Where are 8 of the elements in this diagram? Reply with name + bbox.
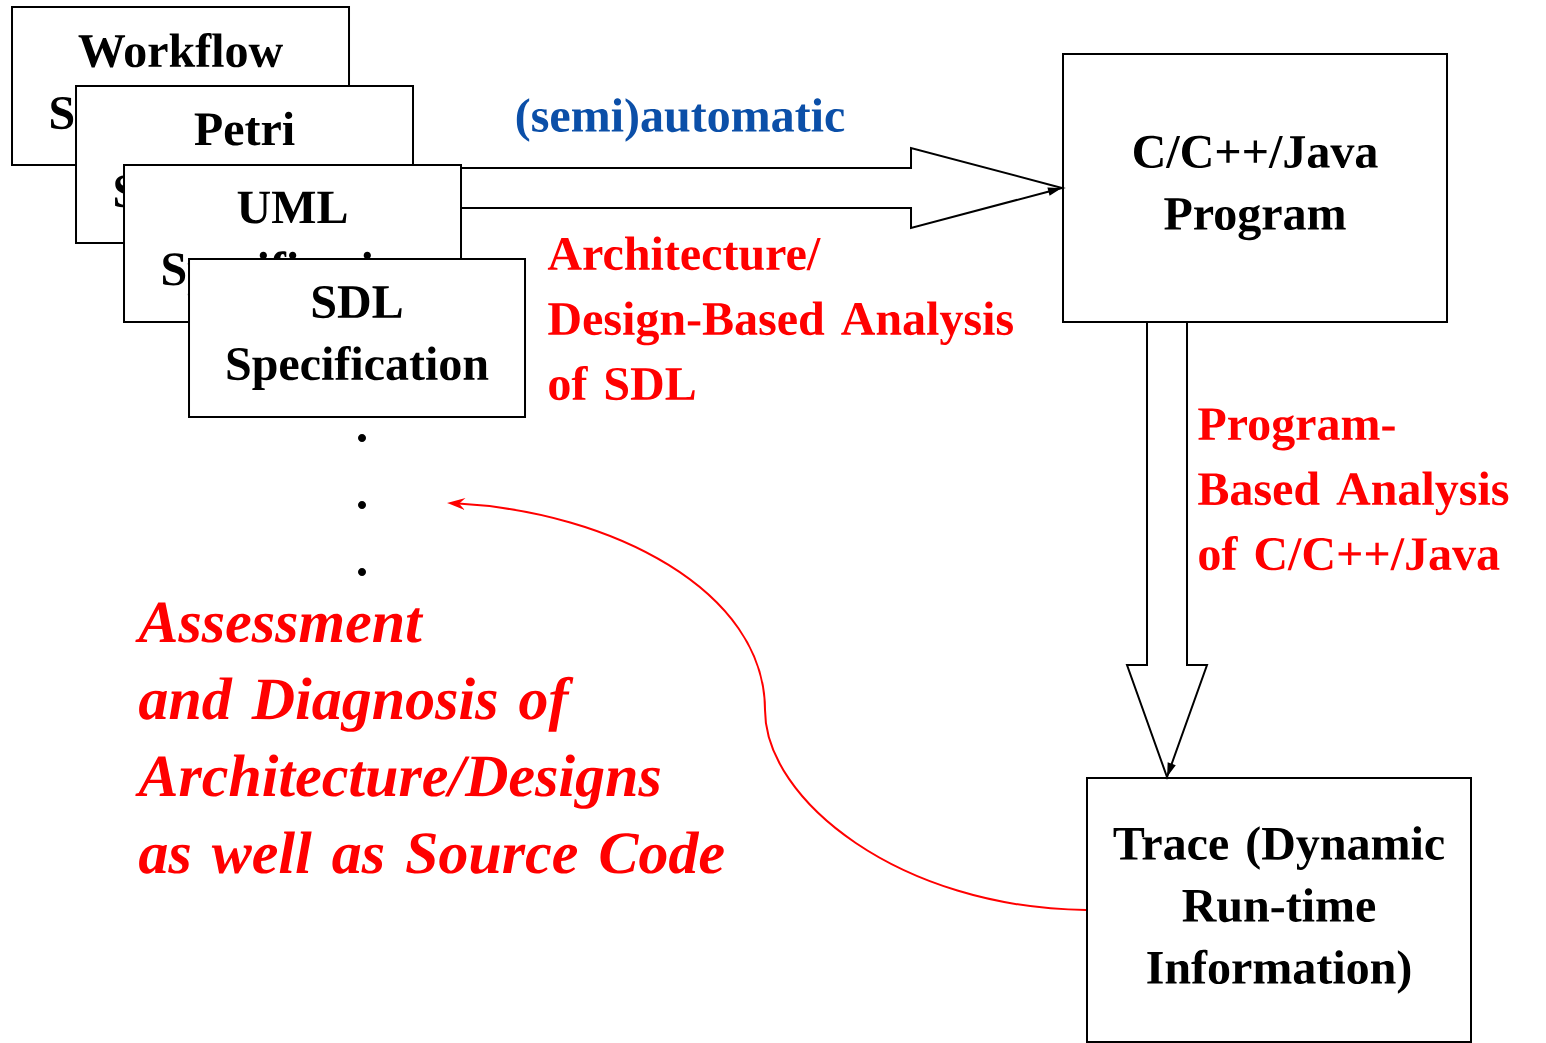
hollow-arrow <box>1125 322 1209 780</box>
annotation-text: Program- Based Analysis of C/C++/Java <box>1198 408 1509 571</box>
edge-label: (semi)automatic <box>510 94 850 146</box>
annotation-text: Assessment and Diagnosis of Architecture/Designs as well as Source Code <box>135 602 724 874</box>
text-box: C/C++/Java Program <box>1062 53 1448 323</box>
annotation-text: Architecture/ Design-Based Analysis of SDL <box>547 236 1013 401</box>
text-box: Trace (Dynamic Run-time Information) <box>1086 777 1472 1043</box>
hollow-arrow <box>461 146 1066 230</box>
